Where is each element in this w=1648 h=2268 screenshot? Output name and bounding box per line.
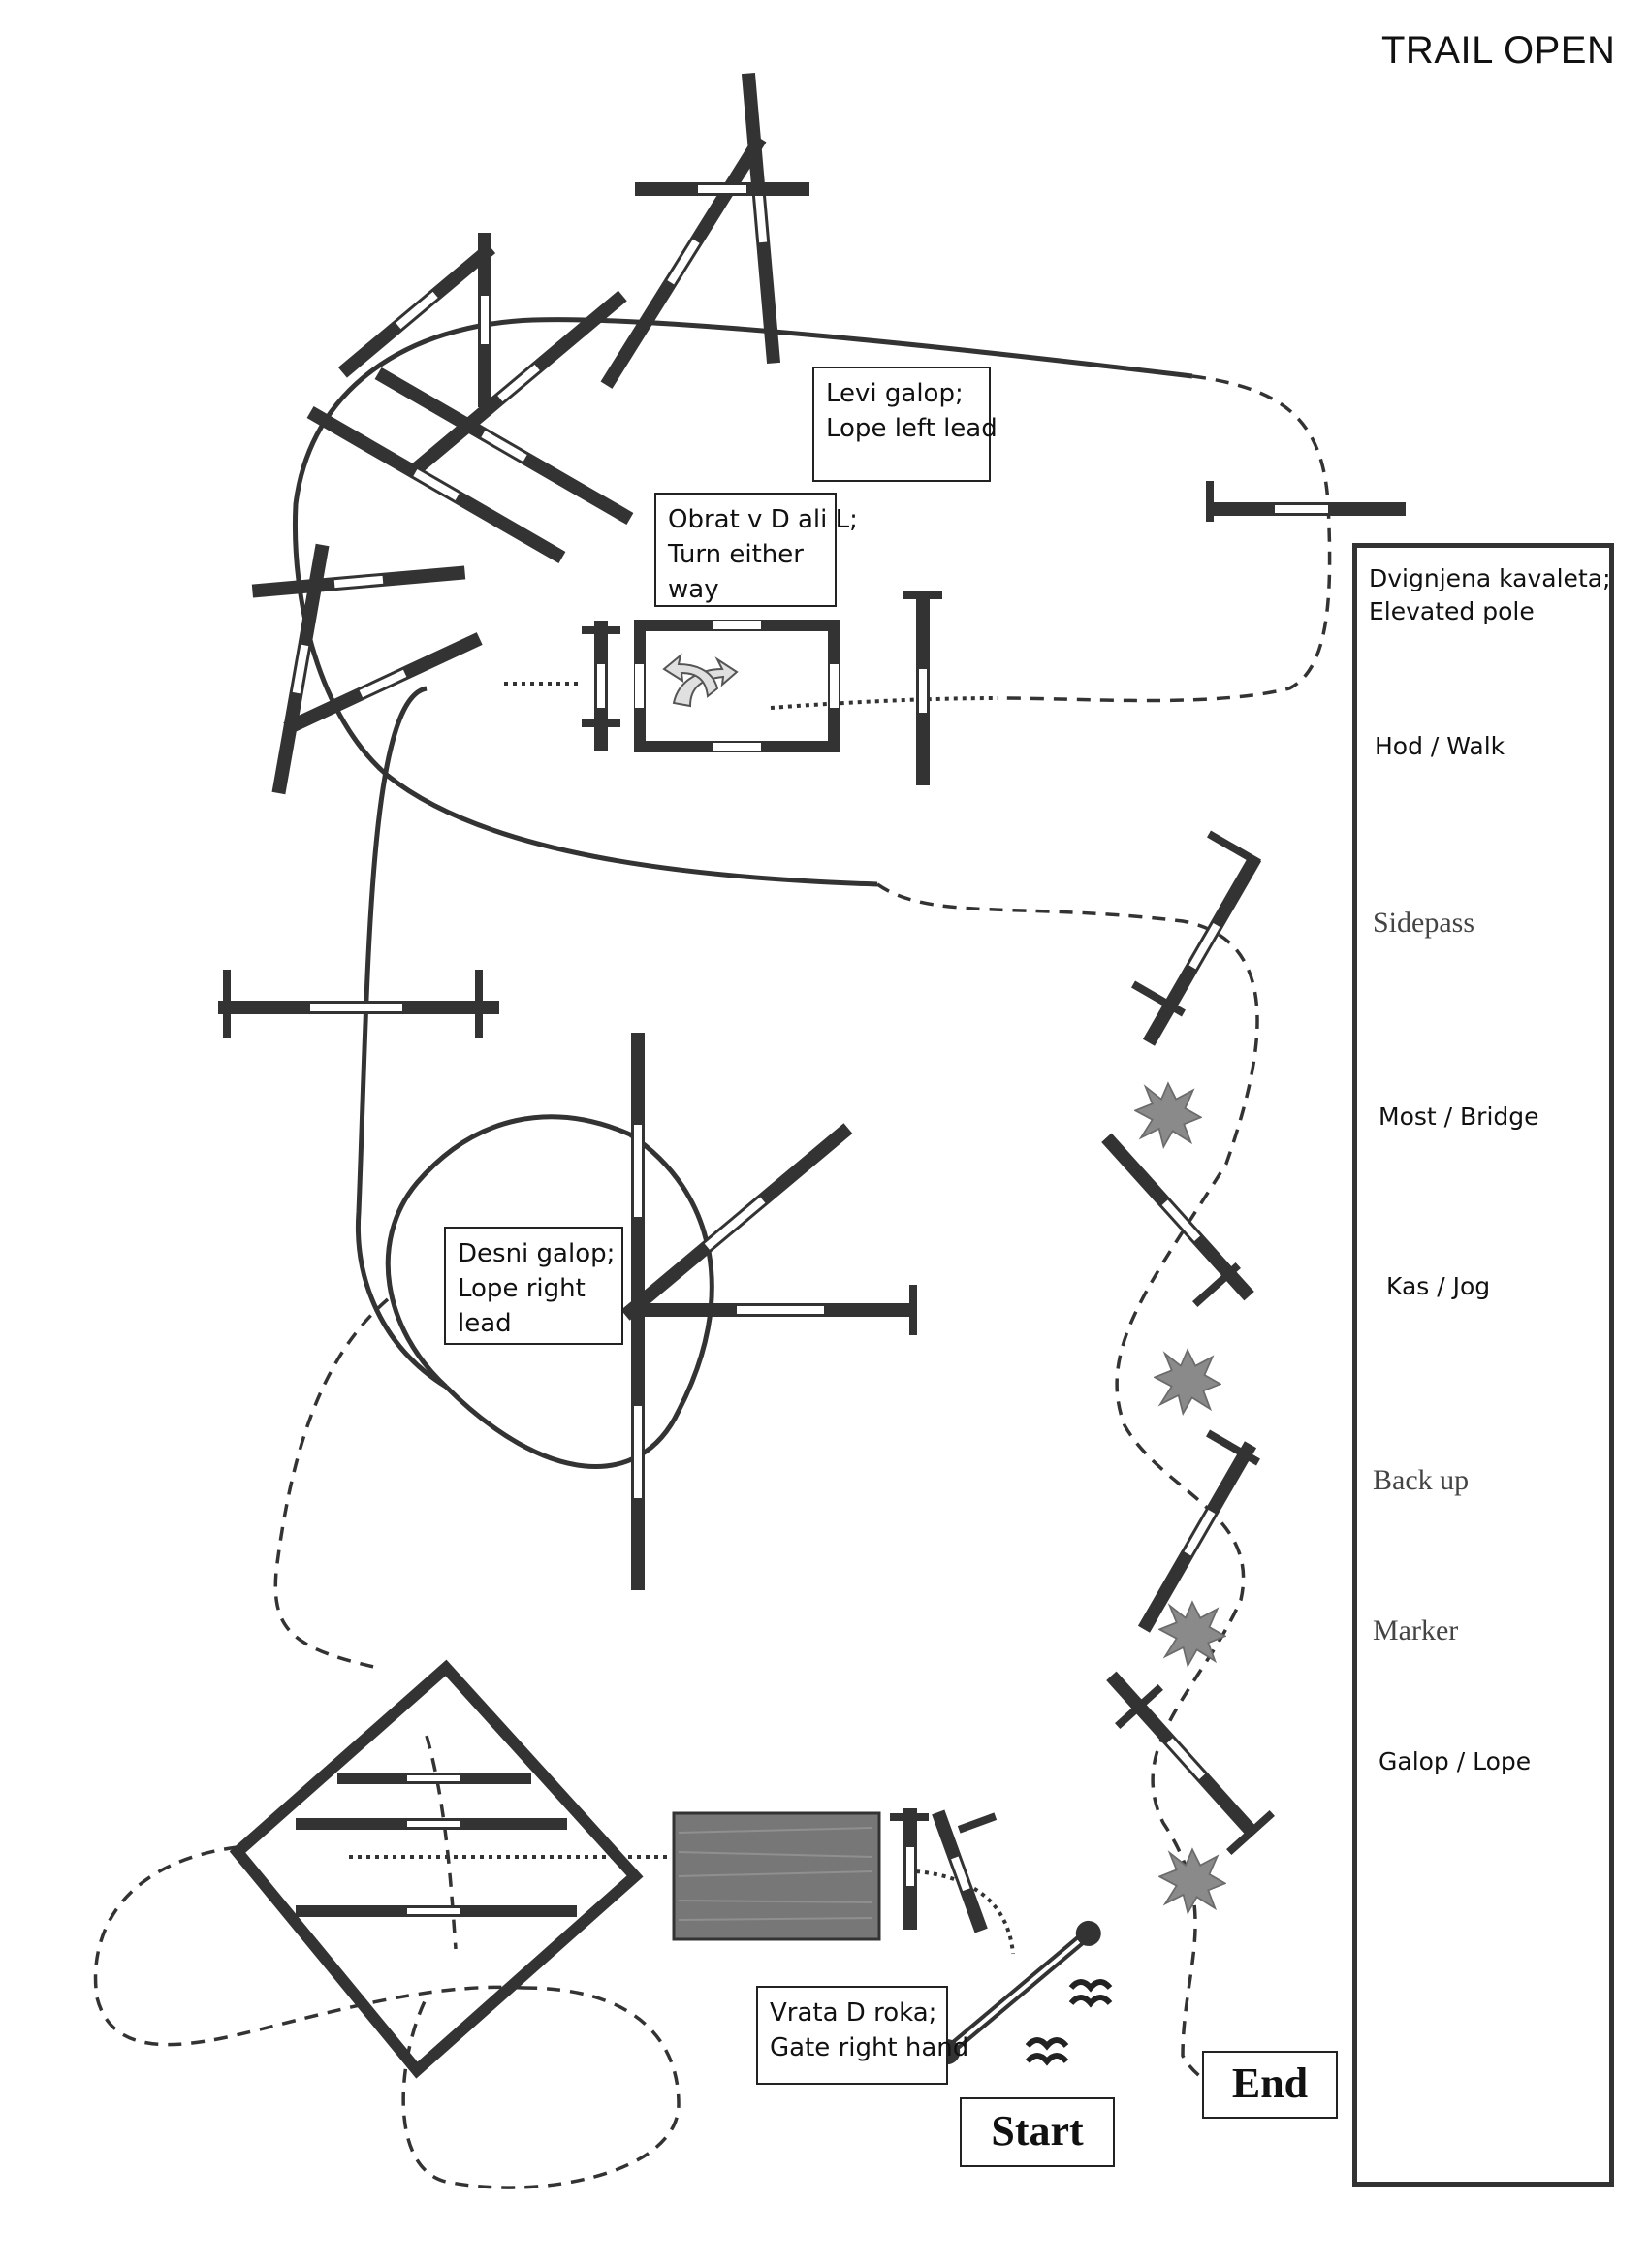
gate (935, 1920, 1101, 2065)
sidepass-hooves-icon (1025, 1979, 1113, 2066)
pole (932, 1809, 988, 1933)
pole (1226, 1809, 1275, 1856)
legend-backup-label: Back up (1373, 1464, 1470, 1496)
pole (957, 1812, 998, 1834)
pole (1206, 1429, 1260, 1466)
pole (890, 1808, 929, 1930)
jog-path (93, 374, 1332, 2189)
pole (271, 543, 330, 795)
note-line: way (668, 575, 719, 604)
pole (620, 1123, 853, 1321)
pole (478, 233, 491, 407)
legend-bridge-label: Most / Bridge (1379, 1102, 1539, 1131)
legend-lope-label: Galop / Lope (1379, 1747, 1532, 1775)
pole (1137, 1441, 1257, 1633)
turn-arrows-icon (662, 653, 739, 708)
legend-line: Dvignjena kavaleta; (1369, 564, 1611, 592)
legend-line: Elevated pole (1369, 597, 1535, 625)
note-line: Vrata D roka; (770, 1998, 937, 2028)
legend-elevated-label: Dvignjena kavaleta; Elevated pole (1369, 562, 1611, 628)
pole (251, 565, 466, 598)
end-label: End (1202, 2051, 1338, 2119)
lope-right-note: Desni galop; Lope right lead (444, 1227, 623, 1345)
legend-box: Dvignjena kavaleta; Elevated pole Hod / … (1352, 543, 1614, 2187)
note-line: Lope right (458, 1274, 586, 1303)
note-line: Lope left lead (826, 414, 998, 443)
legend-jog-label: Kas / Jog (1386, 1272, 1491, 1300)
legend-walk-label: Hod / Walk (1375, 732, 1505, 760)
pole (1131, 980, 1186, 1017)
elevated-pole (1206, 481, 1406, 522)
pole (741, 72, 781, 365)
turn-note: Obrat v D ali L; Turn either way (654, 493, 858, 607)
pole (1115, 1683, 1163, 1730)
pole (582, 621, 620, 751)
note-line: Turn either (668, 540, 804, 569)
page-title: TRAIL OPEN (1381, 29, 1616, 72)
note-line: Gate right hand (770, 2033, 969, 2062)
pole (1192, 1262, 1241, 1308)
lope-left-note: Levi galop; Lope left lead (812, 367, 998, 482)
walk-path (349, 682, 1015, 1955)
pole (1106, 1671, 1259, 1839)
pole (306, 405, 566, 564)
pole (218, 970, 499, 1038)
pole (283, 632, 483, 735)
note-line: Levi galop; (826, 379, 964, 408)
pole (600, 135, 767, 389)
pole (374, 367, 634, 526)
note-line: Obrat v D ali L; (668, 505, 858, 534)
note-line: Desni galop; (458, 1239, 616, 1268)
pole (1207, 830, 1261, 867)
diamond-box (229, 1659, 644, 2079)
pole (1101, 1133, 1254, 1301)
legend-marker-label: Marker (1373, 1614, 1459, 1646)
course-poles (218, 72, 1406, 2079)
pole (903, 591, 942, 785)
pole (638, 1285, 917, 1335)
note-line: lead (458, 1309, 512, 1338)
turn-box (634, 620, 840, 752)
pole (337, 242, 496, 378)
pole (635, 182, 809, 196)
start-label: Start (960, 2097, 1115, 2167)
pole (1142, 854, 1262, 1046)
gate-note: Vrata D roka; Gate right hand (756, 1986, 969, 2085)
legend-sidepass-label: Sidepass (1373, 907, 1474, 939)
